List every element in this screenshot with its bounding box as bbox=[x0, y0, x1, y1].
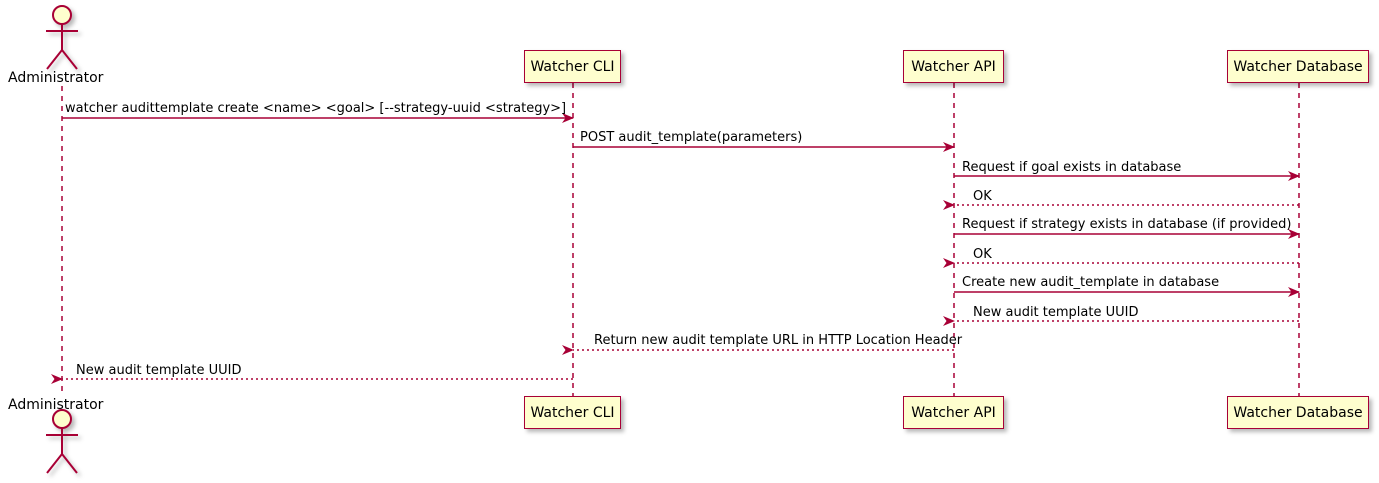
participant-label-administrator-top: Administrator bbox=[8, 70, 104, 86]
participant-box-watcher-database-bottom[interactable]: Watcher Database bbox=[1227, 396, 1369, 429]
participant-label-administrator-bottom: Administrator bbox=[8, 397, 104, 413]
participant-box-watcher-cli-top[interactable]: Watcher CLI bbox=[524, 50, 621, 83]
message-label-8: New audit template UUID bbox=[973, 305, 1139, 320]
message-label-4: OK bbox=[973, 189, 992, 204]
actor-figure-administrator-top bbox=[46, 5, 78, 70]
participant-box-watcher-api-top[interactable]: Watcher API bbox=[903, 50, 1004, 83]
message-label-1: watcher audittemplate create <name> <goa… bbox=[65, 101, 567, 116]
participant-box-watcher-cli-bottom[interactable]: Watcher CLI bbox=[524, 396, 621, 429]
message-label-5: Request if strategy exists in database (… bbox=[962, 217, 1292, 232]
message-label-3: Request if goal exists in database bbox=[962, 160, 1182, 175]
message-label-2: POST audit_template(parameters) bbox=[580, 130, 803, 145]
message-arrows-group bbox=[51, 113, 1300, 384]
message-label-6: OK bbox=[973, 247, 992, 262]
actor-figures-group bbox=[46, 5, 78, 474]
actor-figure-administrator-bottom bbox=[46, 409, 78, 474]
message-label-10: New audit template UUID bbox=[76, 363, 242, 378]
lifelines-group bbox=[61, 83, 1300, 396]
message-label-7: Create new audit_template in database bbox=[962, 275, 1220, 290]
participant-box-watcher-database-top[interactable]: Watcher Database bbox=[1227, 50, 1369, 83]
message-label-9: Return new audit template URL in HTTP Lo… bbox=[594, 333, 963, 348]
participant-box-watcher-api-bottom[interactable]: Watcher API bbox=[903, 396, 1004, 429]
